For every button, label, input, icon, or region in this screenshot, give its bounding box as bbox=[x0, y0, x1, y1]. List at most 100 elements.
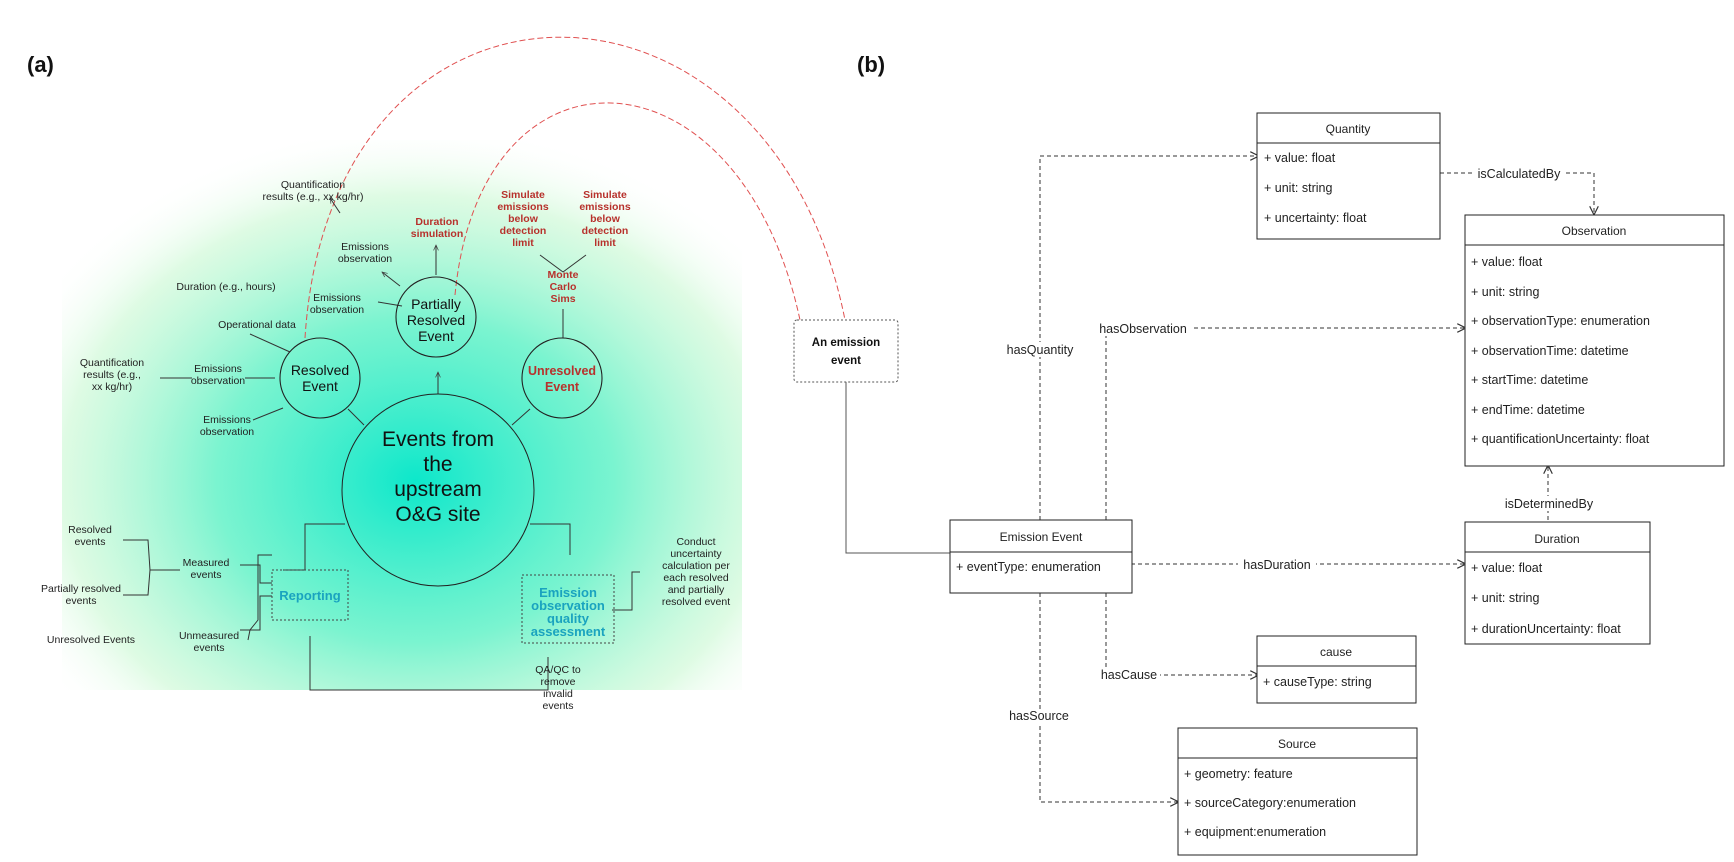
partially-resolved-line-3: Event bbox=[418, 328, 454, 344]
conduct-line-3: calculation per bbox=[662, 560, 730, 572]
an-emission-event-line-2: event bbox=[831, 355, 861, 367]
sim-left-3: below bbox=[508, 213, 539, 225]
simulate-emissions-right: Simulate emissions below detection limit bbox=[579, 189, 631, 249]
quantification-left-line-1: Quantification bbox=[80, 357, 144, 369]
cause-title: cause bbox=[1320, 645, 1352, 659]
conduct-uncertainty-text: Conduct uncertainty calculation per each… bbox=[662, 536, 730, 608]
edge-hasObservation bbox=[1105, 328, 1465, 520]
sim-left-1: Simulate bbox=[501, 189, 545, 201]
uml-class-observation: Observation + value: float + unit: strin… bbox=[1464, 214, 1725, 467]
partially-resolved-event-circle bbox=[395, 276, 477, 358]
operational-data-label: Operational data bbox=[218, 319, 296, 331]
sim-right-5: limit bbox=[594, 237, 616, 249]
central-line-2: the bbox=[423, 453, 452, 476]
label-hasObservation: hasObservation bbox=[1099, 322, 1187, 336]
unmeasured-events-line-1: Unmeasured bbox=[179, 630, 239, 642]
qaqc-line-4: events bbox=[543, 700, 574, 712]
panel-b: (b) isCalculatedBy hasObservation hasQua… bbox=[857, 52, 1725, 856]
partially-resolved-line-2: Resolved bbox=[407, 312, 465, 328]
qaqc-line-1: QA/QC to bbox=[535, 664, 581, 676]
monte-carlo-line-2: Carlo bbox=[550, 281, 577, 293]
emissions-observation-top-2: observation bbox=[338, 253, 392, 265]
central-circle bbox=[341, 393, 535, 587]
unresolved-line-1: Unresolved bbox=[528, 364, 596, 378]
source-attr-2: + sourceCategory:enumeration bbox=[1184, 796, 1356, 810]
conduct-line-6: resolved event bbox=[662, 596, 730, 608]
emission-obs-quality-text: Emission observation quality assessment bbox=[531, 585, 606, 639]
resolved-event-line-1: Resolved bbox=[291, 362, 349, 378]
uml-class-duration: Duration + value: float + unit: string +… bbox=[1464, 521, 1651, 645]
observation-attr-4: + observationTime: datetime bbox=[1471, 344, 1629, 358]
duration-simulation-line-1: Duration bbox=[415, 216, 458, 228]
emissions-observation-low-2: observation bbox=[200, 426, 254, 438]
qaqc-line-3: invalid bbox=[543, 688, 573, 700]
emissions-observation-top-1: Emissions bbox=[341, 241, 389, 253]
duration-attr-2: + unit: string bbox=[1471, 591, 1539, 605]
unresolved-line-2: Event bbox=[545, 380, 580, 394]
panel-a-connectors bbox=[123, 198, 640, 691]
eoqa-line-3: quality bbox=[547, 611, 590, 626]
duration-simulation-line-2: simulation bbox=[411, 228, 464, 240]
quantity-attr-2: + unit: string bbox=[1264, 181, 1332, 195]
quantification-top-line-2: results (e.g., xx kg/hr) bbox=[263, 191, 364, 203]
monte-carlo-line-3: Sims bbox=[550, 293, 575, 305]
panel-a: (a) bbox=[27, 36, 950, 712]
quantity-title: Quantity bbox=[1326, 122, 1371, 136]
sim-right-3: below bbox=[590, 213, 621, 225]
duration-attr-1: + value: float bbox=[1471, 561, 1543, 575]
qaqc-line-2: remove bbox=[540, 676, 575, 688]
central-line-1: Events from bbox=[382, 428, 494, 451]
emissions-observation-left-2: observation bbox=[191, 375, 245, 387]
simulate-emissions-left: Simulate emissions below detection limit bbox=[497, 189, 549, 249]
duration-attr-3: + durationUncertainty: float bbox=[1471, 622, 1621, 636]
emissions-observation-left-1: Emissions bbox=[194, 363, 242, 375]
measured-events-line-2: events bbox=[191, 569, 222, 581]
conduct-line-5: and partially bbox=[668, 584, 725, 596]
observation-attr-7: + quantificationUncertainty: float bbox=[1471, 432, 1650, 446]
source-title: Source bbox=[1278, 737, 1316, 751]
resolved-event-line-2: Event bbox=[302, 378, 338, 394]
uml-edge-labels: isCalculatedBy hasObservation hasQuantit… bbox=[1000, 166, 1598, 724]
label-isCalculatedBy: isCalculatedBy bbox=[1478, 167, 1561, 181]
monte-carlo-line-1: Monte bbox=[548, 269, 579, 281]
central-line-4: O&G site bbox=[395, 503, 480, 526]
label-hasQuantity: hasQuantity bbox=[1007, 343, 1074, 357]
inner-red-arc bbox=[454, 102, 801, 321]
quantification-left-line-2: results (e.g., bbox=[83, 369, 141, 381]
sim-left-4: detection bbox=[500, 225, 547, 237]
resolved-events-line-2: events bbox=[75, 536, 106, 548]
observation-attr-6: + endTime: datetime bbox=[1471, 403, 1585, 417]
uml-class-quantity: Quantity + value: float + unit: string +… bbox=[1256, 112, 1441, 240]
label-hasDuration: hasDuration bbox=[1243, 558, 1310, 572]
panel-b-label: (b) bbox=[857, 52, 885, 77]
duration-hours-label: Duration (e.g., hours) bbox=[176, 281, 275, 293]
partially-resolved-events-line-1: Partially resolved bbox=[41, 583, 121, 595]
qaqc-text: QA/QC to remove invalid events bbox=[535, 664, 581, 712]
partially-resolved-events-line-2: events bbox=[66, 595, 97, 607]
sim-right-4: detection bbox=[582, 225, 629, 237]
an-emission-event-line-1: An emission bbox=[812, 337, 880, 349]
emission-event-link bbox=[845, 382, 950, 554]
observation-title: Observation bbox=[1562, 224, 1627, 238]
edge-hasSource bbox=[1039, 593, 1178, 802]
label-isDeterminedBy: isDeterminedBy bbox=[1505, 497, 1594, 511]
eoqa-line-1: Emission bbox=[539, 585, 597, 600]
sim-left-5: limit bbox=[512, 237, 534, 249]
observation-attr-1: + value: float bbox=[1471, 255, 1543, 269]
uml-class-emission-event: Emission Event + eventType: enumeration bbox=[949, 519, 1133, 594]
central-text: Events from the upstream O&G site bbox=[382, 428, 494, 526]
sim-right-2: emissions bbox=[579, 201, 631, 213]
uml-class-source: Source + geometry: feature + sourceCateg… bbox=[1177, 727, 1418, 856]
observation-attr-3: + observationType: enumeration bbox=[1471, 314, 1650, 328]
panel-a-label: (a) bbox=[27, 52, 54, 77]
conduct-line-1: Conduct bbox=[676, 536, 715, 548]
unmeasured-events-line-2: events bbox=[194, 642, 225, 654]
measured-events-line-1: Measured bbox=[183, 557, 230, 569]
edge-hasCause bbox=[1105, 593, 1258, 675]
unresolved-event-circle bbox=[521, 337, 603, 419]
edge-hasQuantity bbox=[1039, 156, 1258, 520]
conduct-line-2: uncertainty bbox=[670, 548, 722, 560]
outer-red-arc bbox=[304, 36, 846, 339]
an-emission-event-box bbox=[793, 319, 899, 383]
conduct-line-4: each resolved bbox=[663, 572, 729, 584]
